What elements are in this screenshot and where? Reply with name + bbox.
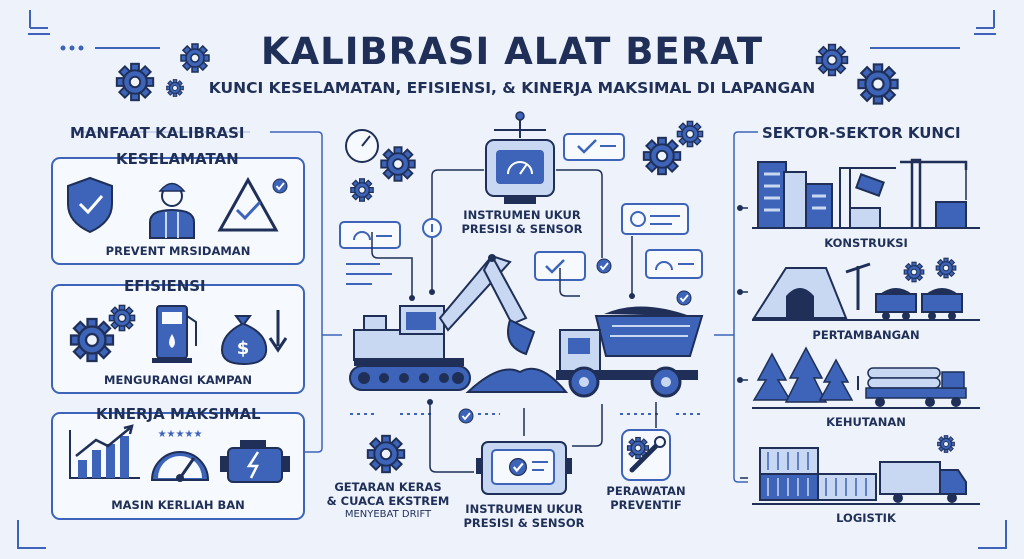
gear-icon [108,304,136,332]
maintenance-label-line2: PREVENTIF [610,498,682,512]
worker-icon [149,182,195,239]
card-kinerja: ★★★★★ [51,412,305,520]
svg-text:$: $ [237,338,250,359]
instrument-label-bottom-line1: INSTRUMEN UKUR [465,502,583,516]
check-icon [676,290,692,306]
sensor-device-top [485,111,555,204]
mining-scene [737,257,980,321]
maintenance-icon [621,429,671,481]
page-subtitle: KUNCI KESELAMATAN, EFISIENSI, & KINERJA … [208,79,816,97]
forestry-scene [737,346,980,409]
gauge-icon [345,129,379,163]
card-title-efisiensi: EFISIENSI [124,277,206,295]
sector-label-kehutanan: KEHUTANAN [826,415,906,429]
right-section-heading: SEKTOR-SEKTOR KUNCI [762,124,961,142]
card-title-kinerja: KINERJA MAKSIMAL [96,405,261,423]
gear-icon [350,178,374,202]
construction-scene [737,158,980,229]
warning-check-icon [217,176,288,232]
gear-icon [380,146,416,182]
card-caption-keselamatan: PREVENT MRSIDAMAN [105,244,251,258]
corner-bracket [978,520,1007,549]
sector-label-konstruksi: KONSTRUKSI [824,236,908,250]
money-bag-down-icon: $ [220,310,288,366]
gear-icon [676,120,704,148]
sensor-device-bottom [476,441,572,495]
bubble-gauge-left [339,221,401,249]
card-title-keselamatan: KESELAMATAN [116,150,239,168]
svg-text:★★★★★: ★★★★★ [158,429,203,440]
corner-decoration-top-right [870,10,996,49]
page-title: KALIBRASI ALAT BERAT [260,30,764,73]
left-section-heading: MANFAAT KALIBRASI [70,124,245,142]
gear-icon [642,136,682,176]
drift-label-line3: MENYEBAT DRIFT [344,509,432,520]
gear-icon [69,317,115,363]
card-keselamatan [51,157,305,265]
speed-lines [346,263,392,285]
signal-icon [422,218,442,238]
sector-label-logistik: LOGISTIK [836,511,896,525]
instrument-label-bottom-line2: PRESISI & SENSOR [463,516,585,530]
corner-decoration-top-left [28,10,160,51]
gear-icon [366,434,406,474]
shield-icon [67,176,113,234]
speedometer-icon: ★★★★★ [150,429,210,482]
card-efisiensi: $ [51,284,305,394]
check-icon [458,408,474,424]
bubble-gauge-small [645,249,703,279]
instrument-label-top-line1: INSTRUMEN UKUR [463,208,581,222]
card-caption-kinerja: MASIN KERLIAH BAN [111,498,245,512]
bubble-gauge-right [621,203,689,235]
drift-label-line2: & CUACA EKSTREM [326,494,450,508]
corner-bracket [17,520,46,549]
dump-truck-illustration [556,306,704,398]
maintenance-label-line1: PERAWATAN [606,484,686,498]
logistics-scene [740,435,980,505]
sector-label-pertambangan: PERTAMBANGAN [812,328,920,342]
bar-chart-up-icon [69,424,140,479]
drift-label-line1: GETARAN KERAS [334,480,442,494]
dirt-pile [465,367,569,393]
excavator-illustration [349,253,536,391]
instrument-label-top-line2: PRESISI & SENSOR [461,222,583,236]
bubble-check-top [563,133,625,161]
card-caption-efisiensi: MENGURANGI KAMPAN [104,373,252,387]
engine-icon [220,440,290,483]
check-icon [596,258,612,274]
fuel-pump-icon [152,305,197,363]
